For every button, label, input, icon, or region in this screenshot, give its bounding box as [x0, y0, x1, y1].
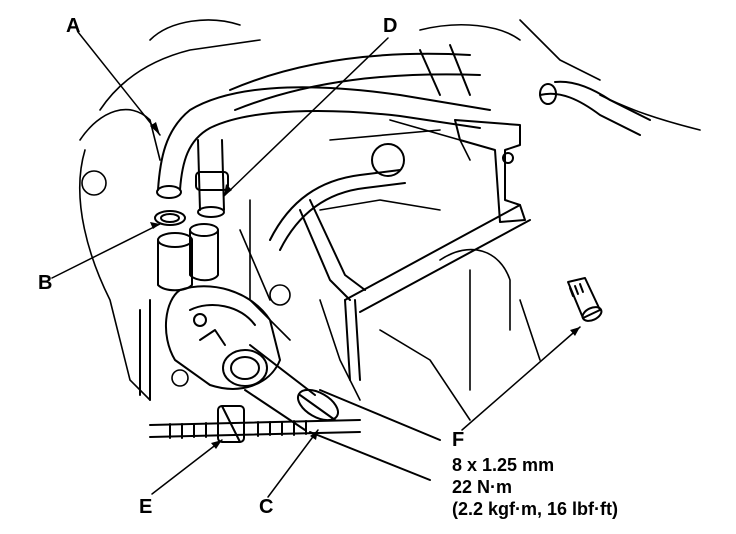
callout-d-label: D	[383, 15, 398, 37]
bolt-f	[567, 277, 603, 322]
wire-harness	[269, 143, 406, 381]
callout-a-label: A	[66, 15, 81, 37]
engine-block-outline	[78, 19, 701, 421]
bolt-torque-text: 22 N·m	[452, 477, 513, 497]
hose-d	[195, 139, 229, 218]
upper-hoses	[229, 44, 651, 136]
o-ring-b	[154, 210, 186, 226]
corrugated-tube-e	[149, 405, 361, 443]
bolt-spec-block: 8 x 1.25 mm 22 N·m (2.2 kgf·m, 16 lbf·ft…	[452, 454, 618, 520]
bolt-size-text: 8 x 1.25 mm	[452, 455, 555, 475]
hose-a	[156, 86, 491, 199]
callout-b-label: B	[38, 272, 53, 294]
bracket	[454, 119, 526, 223]
outlet-pipes	[157, 223, 219, 292]
heater-hose	[344, 204, 531, 313]
thermostat-housing	[139, 285, 281, 401]
callout-e-label: E	[139, 496, 153, 518]
callout-c-label: C	[259, 496, 274, 518]
leader-arrowheads	[150, 122, 580, 449]
callout-f-label: F	[452, 429, 465, 451]
bolt-torque-alt-text: (2.2 kgf·m, 16 lbf·ft)	[452, 499, 619, 519]
leader-lines	[51, 31, 581, 498]
